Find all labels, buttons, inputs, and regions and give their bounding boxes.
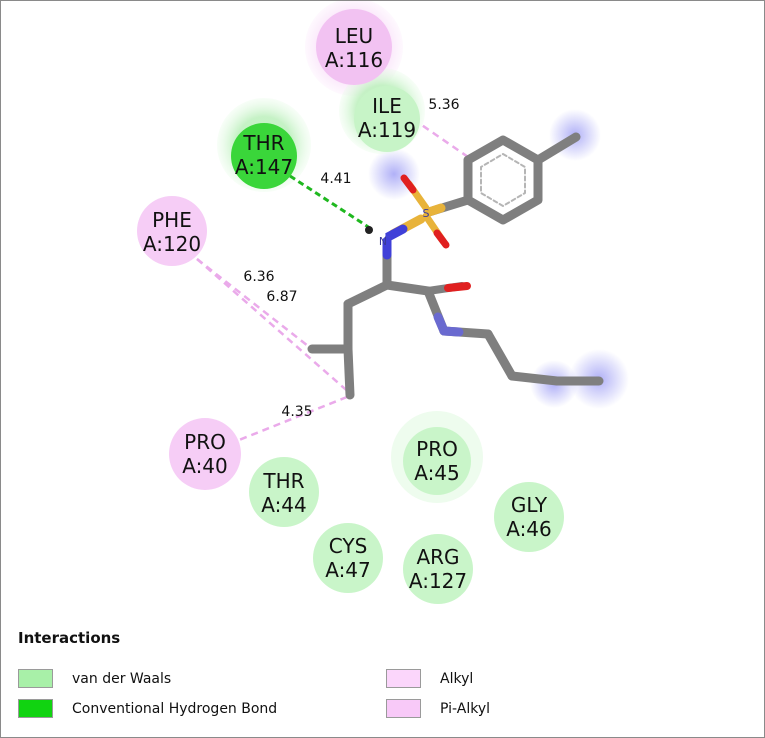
- aromatic-inner-ring: [480, 153, 526, 207]
- residue-cys47-name: CYS: [329, 534, 368, 558]
- residue-thr147-disc[interactable]: [231, 123, 297, 189]
- residue-cys47-disc[interactable]: [313, 523, 383, 593]
- solvent-glows: [368, 109, 629, 409]
- bond-s-n-blue: [383, 224, 408, 242]
- interaction-lines: [196, 117, 472, 446]
- residue-leu116-name: LEU: [335, 24, 373, 48]
- residue-pro45-disc[interactable]: [403, 427, 471, 495]
- legend-item-hbond: Conventional Hydrogen Bond: [18, 699, 277, 718]
- bond-calpha-co: [382, 280, 433, 296]
- residue-arg127-disc[interactable]: [403, 534, 473, 604]
- residue-gly46-name: GLY: [511, 493, 548, 517]
- residue-pro40-disc[interactable]: [169, 418, 241, 490]
- line-thr147-nh: [289, 174, 374, 232]
- line-phe120-a: [196, 258, 318, 354]
- bond-ring-s-yellow: [424, 203, 446, 217]
- residue-phe120-name: PHE: [152, 208, 192, 232]
- residue-leu116-disc[interactable]: [316, 9, 392, 85]
- residue-arg127-id: A:127: [409, 569, 467, 593]
- legend-title: Interactions: [18, 629, 121, 647]
- bond-s-o1-red: [400, 174, 417, 194]
- residue-pro40-name: PRO: [184, 430, 226, 454]
- residue-gly46-id: A:46: [506, 517, 552, 541]
- residue-ile119-name: ILE: [372, 94, 402, 118]
- interaction-diagram: N S LEU A:116 ILE A:119 THR A:147 PHE A:…: [137, 1, 629, 604]
- line-pro40: [228, 393, 353, 446]
- legend-swatch-hbond: [18, 699, 53, 718]
- legend-item-vdw: van der Waals: [18, 669, 171, 688]
- residue-phe120-id: A:120: [143, 232, 201, 256]
- legend-item-pi-alkyl: Pi-Alkyl: [386, 699, 490, 718]
- residue-pro40-id: A:40: [182, 454, 228, 478]
- line-phe120-b: [196, 258, 353, 396]
- residue-phe120-disc[interactable]: [137, 196, 207, 266]
- legend-label-vdw: van der Waals: [72, 670, 172, 687]
- distance-leu116: 5.36: [428, 97, 459, 113]
- residue-thr147-name: THR: [242, 131, 284, 155]
- bond-c1-c2: [483, 329, 517, 381]
- bond-c-o-red: [444, 282, 471, 292]
- bond-calpha-cb: [343, 280, 392, 309]
- residues: LEU A:116 ILE A:119 THR A:147 PHE A:120 …: [137, 9, 564, 604]
- residue-pro45-id: A:45: [414, 461, 460, 485]
- residue-thr44-disc[interactable]: [249, 457, 319, 527]
- distance-thr147: 4.41: [320, 171, 351, 187]
- legend-label-alkyl: Alkyl: [440, 670, 474, 687]
- distance-labels: 5.36 4.41 6.36 6.87 4.35: [243, 97, 459, 420]
- residue-leu116-id: A:116: [325, 48, 383, 72]
- residue-thr147-id: A:147: [235, 155, 293, 179]
- legend: Interactions van der Waals Conventional …: [18, 629, 748, 729]
- bond-cg-cd2: [343, 344, 355, 400]
- legend-label-hbond: Conventional Hydrogen Bond: [72, 700, 278, 717]
- legend-label-pi-alkyl: Pi-Alkyl: [440, 700, 491, 717]
- ligand-structure: N S: [307, 132, 604, 400]
- residue-cys47-id: A:47: [325, 558, 371, 582]
- residue-pro45-name: PRO: [416, 437, 458, 461]
- legend-swatch-vdw: [18, 669, 53, 688]
- legend-item-alkyl: Alkyl: [386, 669, 473, 688]
- nitrogen-label: N: [379, 235, 387, 248]
- distance-phe120-b: 6.87: [266, 289, 297, 305]
- bond-c2-c3: [507, 371, 562, 386]
- sulfur-label: S: [423, 207, 430, 220]
- residue-ile119-disc[interactable]: [354, 86, 420, 152]
- residue-gly46-disc[interactable]: [494, 482, 564, 552]
- legend-swatch-pi-alkyl: [386, 699, 421, 718]
- distance-phe120-a: 6.36: [243, 269, 274, 285]
- residue-ile119-id: A:119: [358, 118, 416, 142]
- bond-s-o2-red: [433, 229, 450, 249]
- distance-pro40: 4.35: [281, 404, 312, 420]
- bond-n-c1-blue: [439, 326, 464, 337]
- residue-arg127-name: ARG: [416, 545, 459, 569]
- h-atom: [365, 226, 373, 234]
- bond-methyl: [533, 132, 581, 165]
- residue-thr44-name: THR: [262, 469, 304, 493]
- legend-swatch-alkyl: [386, 669, 421, 688]
- benzene-ring: [463, 135, 543, 225]
- residue-thr44-id: A:44: [261, 493, 307, 517]
